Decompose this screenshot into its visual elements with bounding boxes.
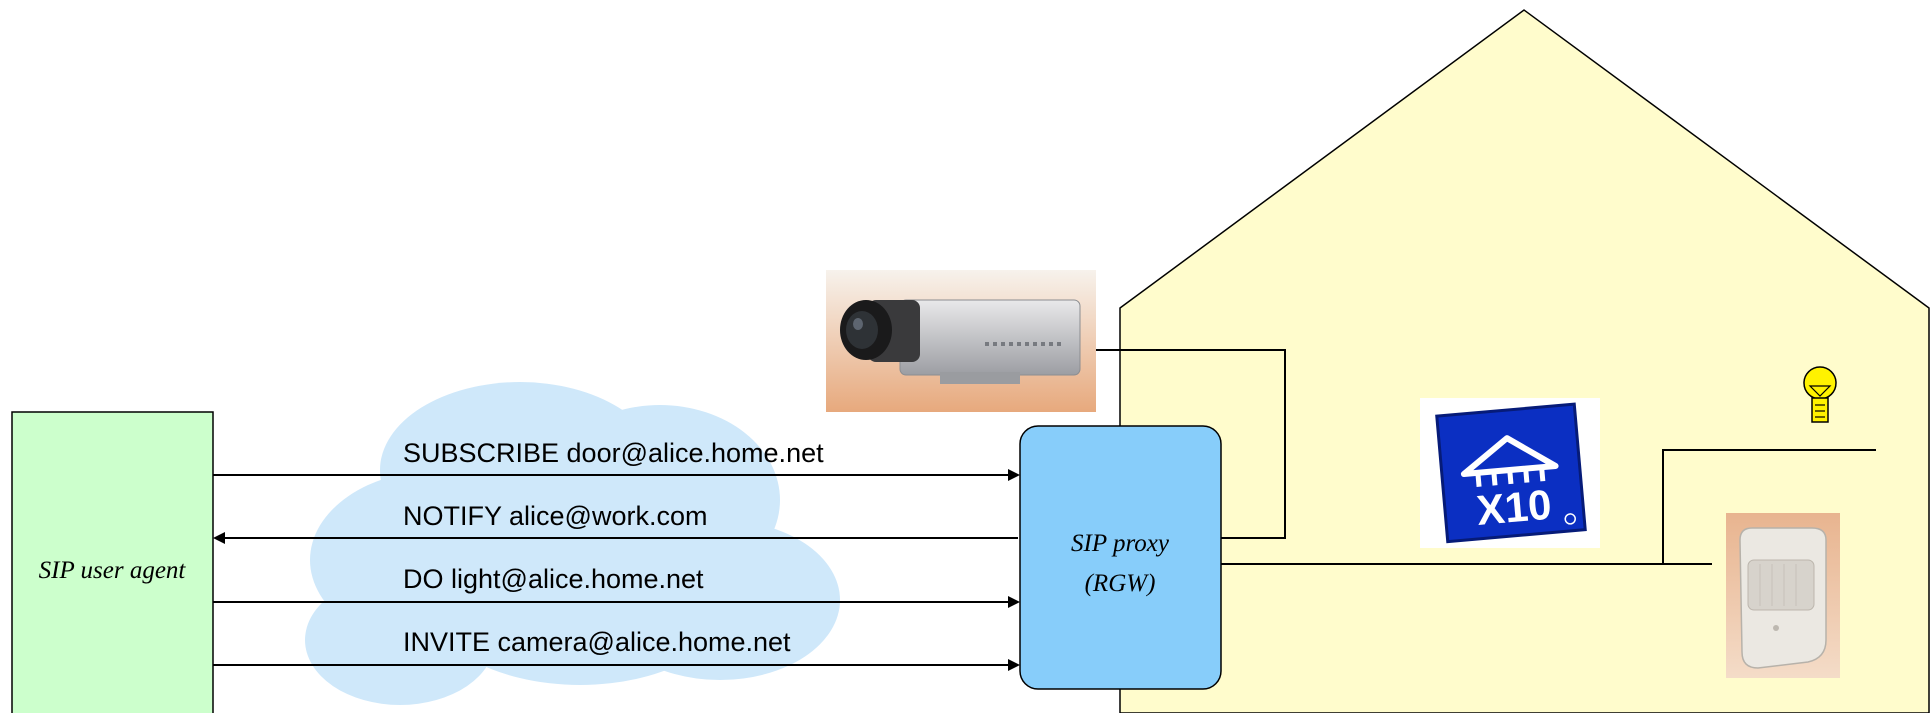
message-invite: INVITE camera@alice.home.net — [403, 627, 791, 657]
light-bulb-icon — [1803, 366, 1837, 423]
camera-wire — [1095, 349, 1286, 539]
motion-sensor-icon — [1726, 513, 1840, 678]
x10-logo-text: X10 — [1475, 481, 1554, 534]
internet-cloud — [305, 382, 840, 705]
camera-icon — [826, 270, 1096, 412]
message-notify: NOTIFY alice@work.com — [403, 501, 707, 531]
light-wire — [1662, 449, 1876, 564]
sip-user-agent-label: SIP user agent — [39, 557, 187, 584]
sip-proxy-label: SIP proxy — [1071, 530, 1170, 557]
message-do: DO light@alice.home.net — [403, 564, 704, 594]
x10-logo: X10 — [1420, 398, 1600, 548]
sip-user-agent-box — [11, 411, 214, 713]
sip-proxy-rgw-label: (RGW) — [1085, 570, 1156, 597]
message-subscribe: SUBSCRIBE door@alice.home.net — [403, 438, 824, 468]
sip-proxy-box — [1019, 425, 1222, 690]
